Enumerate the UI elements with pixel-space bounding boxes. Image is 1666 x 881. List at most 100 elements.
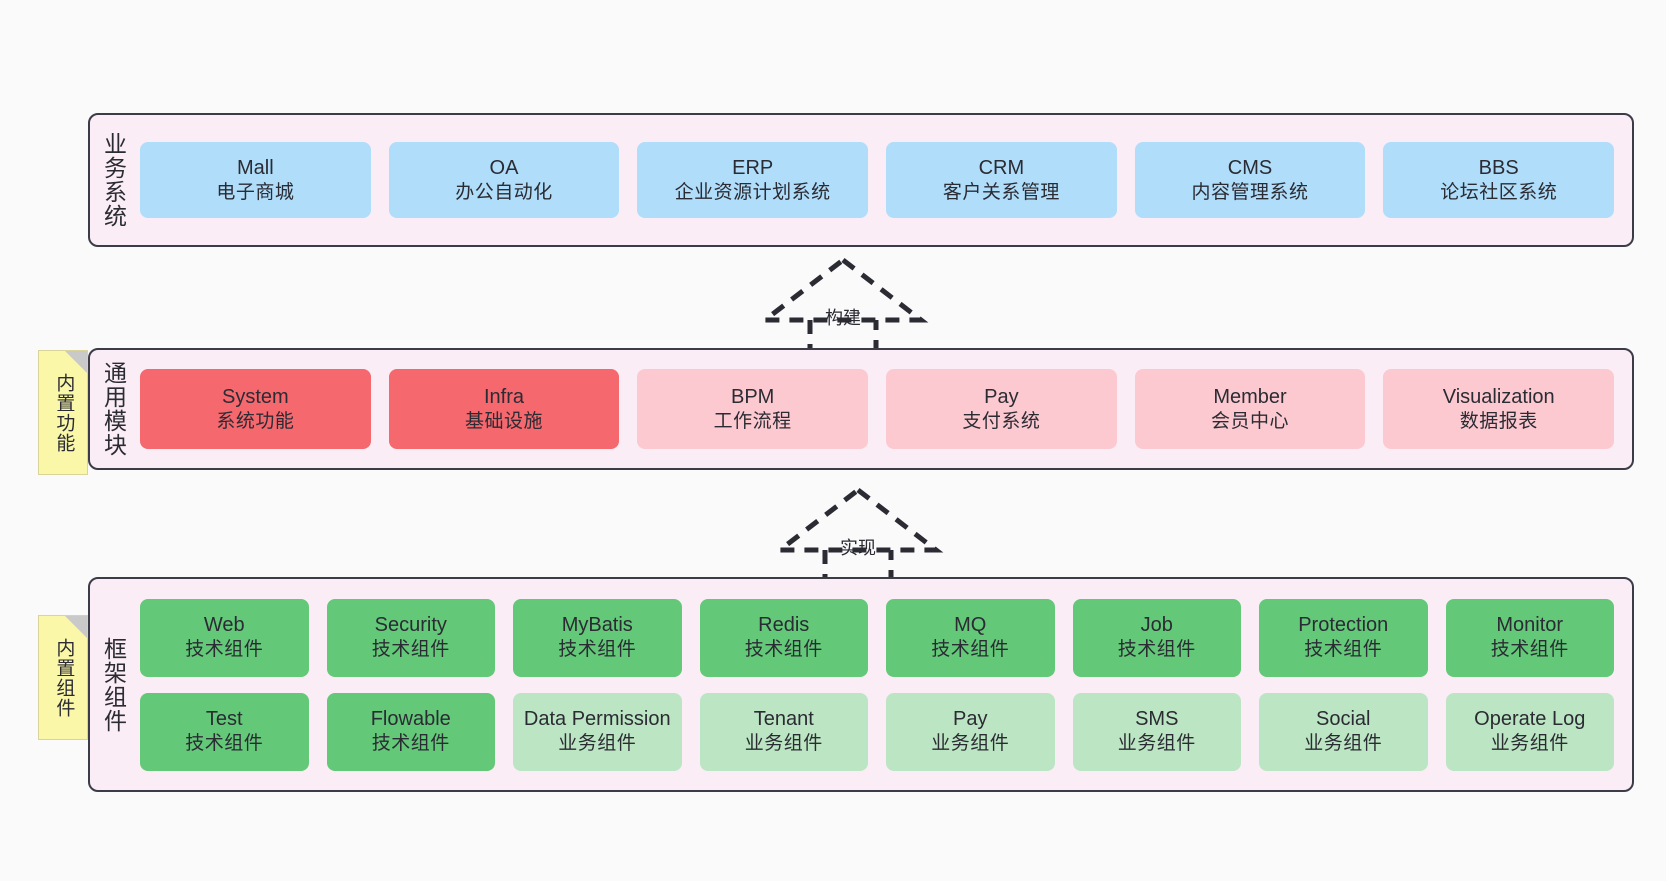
tile-subtitle: 技术组件 [185,733,264,755]
section-body-common-modules: System 系统功能 Infra 基础设施 BPM 工作流程 Pay 支付系统… [136,350,1632,468]
tile-subtitle: 内容管理系统 [1191,181,1309,203]
tile-subtitle: 业务组件 [744,733,823,755]
section-body-framework-components: Web 技术组件 Security 技术组件 MyBatis 技术组件 Redi… [136,579,1632,790]
sticky-note-builtin-components: 内置组件 [38,615,88,740]
tile-title: MyBatis [561,614,633,637]
sticky-note-label: 内置组件 [53,637,75,718]
tile-operate-log[interactable]: Operate Log 业务组件 [1445,692,1614,771]
tile-title: Security [374,614,447,637]
tile-title: BBS [1478,156,1519,179]
tile-social[interactable]: Social 业务组件 [1259,692,1428,771]
tile-crm[interactable]: CRM 客户关系管理 [886,142,1117,218]
section-label-business-systems: 业务系统 [100,132,127,228]
tile-subtitle: 技术组件 [931,639,1010,661]
section-framework-components: 框架组件 Web 技术组件 Security 技术组件 MyBatis 技术组件… [88,577,1634,792]
tile-bpm[interactable]: BPM 工作流程 [637,369,869,449]
tile-visualization[interactable]: Visualization 数据报表 [1383,369,1615,449]
tile-title: Member [1213,385,1287,408]
tile-subtitle: 客户关系管理 [942,181,1060,203]
tile-title: Web [203,614,245,637]
tile-flowable[interactable]: Flowable 技术组件 [326,692,495,771]
tile-title: OA [489,156,519,179]
tile-title: ERP [732,156,774,179]
tile-pay-component[interactable]: Pay 业务组件 [886,692,1055,771]
section-business-systems: 业务系统 Mall 电子商城 OA 办公自动化 ERP 企业资源计划系统 CRM… [88,113,1634,247]
connector-implement-label: 实现 [840,538,876,558]
tile-subtitle: 业务组件 [558,733,637,755]
tile-row-business: Mall 电子商城 OA 办公自动化 ERP 企业资源计划系统 CRM 客户关系… [140,142,1615,218]
tile-mall[interactable]: Mall 电子商城 [140,142,371,218]
tile-subtitle: 业务组件 [1490,733,1569,755]
tile-member[interactable]: Member 会员中心 [1134,369,1366,449]
tile-subtitle: 系统功能 [216,410,295,432]
tile-job[interactable]: Job 技术组件 [1072,598,1241,677]
tile-subtitle: 技术组件 [185,639,264,661]
tile-title: System [221,385,289,408]
sticky-note-label: 内置功能 [53,372,75,453]
tile-subtitle: 论坛社区系统 [1440,181,1558,203]
tile-subtitle: 技术组件 [1490,639,1569,661]
connector-build: 构建 [757,256,929,355]
connector-implement: 实现 [772,486,944,585]
tile-subtitle: 数据报表 [1459,410,1538,432]
tile-subtitle: 技术组件 [371,733,450,755]
tile-row-modules: System 系统功能 Infra 基础设施 BPM 工作流程 Pay 支付系统… [140,369,1615,449]
tile-erp[interactable]: ERP 企业资源计划系统 [637,142,869,218]
tile-oa[interactable]: OA 办公自动化 [388,142,620,218]
tile-protection[interactable]: Protection 技术组件 [1259,598,1428,677]
tile-system[interactable]: System 系统功能 [140,369,371,449]
tile-title: Pay [953,708,988,731]
tile-title: Social [1316,708,1371,731]
tile-row-framework-business: Test 技术组件 Flowable 技术组件 Data Permission … [140,692,1614,771]
tile-sms[interactable]: SMS 业务组件 [1072,692,1241,771]
tile-subtitle: 电子商城 [216,181,295,203]
tile-title: BPM [731,385,775,408]
tile-title: Operate Log [1474,708,1586,731]
tile-monitor[interactable]: Monitor 技术组件 [1445,598,1614,677]
tile-title: Redis [758,614,810,637]
tile-subtitle: 工作流程 [713,410,792,432]
tile-test[interactable]: Test 技术组件 [140,692,309,771]
tile-web[interactable]: Web 技术组件 [140,598,309,677]
tile-title: Flowable [370,708,451,731]
tile-title: Pay [984,385,1019,408]
tile-subtitle: 办公自动化 [455,181,553,203]
tile-cms[interactable]: CMS 内容管理系统 [1134,142,1366,218]
tile-title: Infra [483,385,525,408]
section-label-framework-components: 框架组件 [100,636,127,733]
sticky-note-builtin-features: 内置功能 [38,350,88,475]
tile-subtitle: 会员中心 [1211,410,1290,432]
connector-build-label: 构建 [825,308,861,328]
tile-subtitle: 技术组件 [744,639,823,661]
tile-title: Job [1140,614,1173,637]
tile-subtitle: 技术组件 [371,639,450,661]
tile-title: Mall [237,156,274,179]
tile-row-framework-technical: Web 技术组件 Security 技术组件 MyBatis 技术组件 Redi… [140,598,1614,677]
tile-title: Data Permission [523,708,671,731]
section-label-common-modules: 通用模块 [100,361,127,457]
tile-mq[interactable]: MQ 技术组件 [886,598,1055,677]
tile-subtitle: 企业资源计划系统 [674,181,831,203]
tile-bbs[interactable]: BBS 论坛社区系统 [1383,142,1615,218]
tile-title: CRM [978,156,1025,179]
section-body-business-systems: Mall 电子商城 OA 办公自动化 ERP 企业资源计划系统 CRM 客户关系… [136,115,1632,245]
tile-subtitle: 技术组件 [1117,639,1196,661]
tile-title: MQ [954,614,987,637]
tile-subtitle: 业务组件 [931,733,1010,755]
tile-mybatis[interactable]: MyBatis 技术组件 [513,598,682,677]
tile-tenant[interactable]: Tenant 业务组件 [699,692,868,771]
tile-security[interactable]: Security 技术组件 [326,598,495,677]
tile-pay-module[interactable]: Pay 支付系统 [886,369,1117,449]
section-common-modules: 通用模块 System 系统功能 Infra 基础设施 BPM 工作流程 Pay… [88,348,1634,470]
tile-subtitle: 业务组件 [1304,733,1383,755]
tile-data-permission[interactable]: Data Permission 业务组件 [513,692,682,771]
tile-infra[interactable]: Infra 基础设施 [388,369,620,449]
tile-subtitle: 技术组件 [558,639,637,661]
tile-redis[interactable]: Redis 技术组件 [699,598,868,677]
tile-subtitle: 支付系统 [962,410,1041,432]
tile-title: Monitor [1496,614,1564,637]
tile-title: Test [205,708,243,731]
tile-title: CMS [1227,156,1273,179]
tile-title: SMS [1135,708,1179,731]
tile-subtitle: 业务组件 [1117,733,1196,755]
